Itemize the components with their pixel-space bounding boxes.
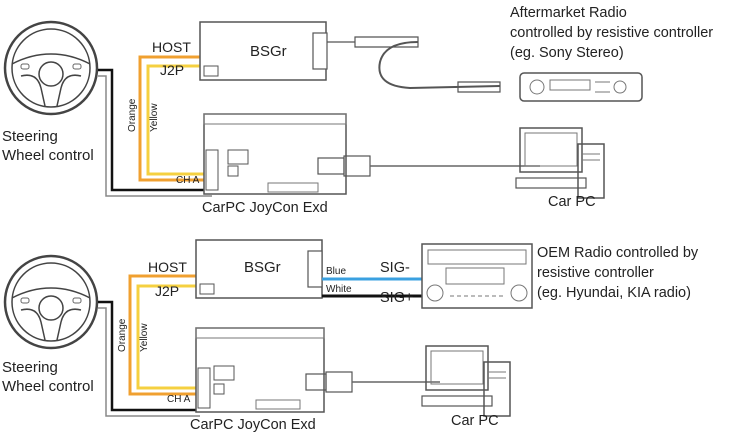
- j2p-label: J2P: [160, 62, 184, 78]
- joycon-board: [203, 113, 347, 195]
- steering-label: Steering: [2, 128, 58, 145]
- steering-label: Steering: [2, 359, 58, 376]
- orange-label: Orange: [117, 318, 128, 352]
- audio-cable: [378, 41, 501, 90]
- ch-a-label: CH A: [176, 175, 200, 186]
- yellow-wire: [136, 284, 200, 390]
- white-label: White: [326, 284, 352, 295]
- bsgr-connector: [307, 250, 323, 288]
- host-label: HOST: [148, 259, 187, 275]
- radio-label: OEM Radio controlled by: [537, 245, 699, 261]
- radio-label: controlled by resistive controller: [510, 25, 713, 41]
- ch-a-label: CH A: [167, 394, 191, 405]
- bottom-diagram: Steering Wheel control Orange Yellow BSG…: [2, 239, 699, 432]
- car-pc-label: Car PC: [451, 413, 499, 429]
- black-wire: [98, 68, 212, 192]
- top-diagram: Steering Wheel control Orange Yellow BSG…: [2, 5, 713, 216]
- radio-label: Aftermarket Radio: [510, 5, 627, 21]
- sig-minus-label: SIG-: [380, 260, 410, 276]
- joycon-label: CarPC JoyCon Exd: [202, 200, 328, 216]
- yellow-label: Yellow: [139, 323, 150, 352]
- steering-label: Wheel control: [2, 147, 94, 164]
- audio-plug: [327, 36, 419, 48]
- bsgr-module: [199, 21, 327, 81]
- bsgr-label: BSGr: [250, 43, 287, 60]
- oem-radio: [421, 243, 533, 309]
- aftermarket-radio: [519, 72, 643, 102]
- sig-plus-label: SIG+: [380, 290, 413, 306]
- yellow-wire: [146, 64, 212, 176]
- steering-wheel-icon: [3, 254, 99, 350]
- orange-wire: [138, 55, 212, 182]
- black-wire: [98, 300, 200, 412]
- host-label: HOST: [152, 39, 191, 55]
- orange-label: Orange: [127, 98, 138, 132]
- yellow-label: Yellow: [149, 103, 160, 132]
- radio-label: (eg. Hyundai, KIA radio): [537, 285, 691, 301]
- car-pc-icon: [515, 127, 605, 199]
- joycon-board: [195, 327, 325, 413]
- j2p-label: J2P: [155, 283, 179, 299]
- car-pc-icon: [421, 345, 511, 417]
- bsgr-label: BSGr: [244, 259, 281, 276]
- joycon-label: CarPC JoyCon Exd: [190, 417, 316, 432]
- blue-label: Blue: [326, 266, 346, 277]
- radio-label: (eg. Sony Stereo): [510, 45, 624, 61]
- gray-wire: [98, 307, 200, 417]
- radio-label: resistive controller: [537, 265, 654, 281]
- orange-wire: [128, 274, 200, 396]
- steering-label: Wheel control: [2, 378, 94, 395]
- gray-wire: [98, 75, 212, 197]
- bsgr-connector: [312, 32, 328, 70]
- bsgr-module: [195, 239, 323, 299]
- steering-wheel-icon: [3, 20, 99, 116]
- car-pc-label: Car PC: [548, 194, 596, 210]
